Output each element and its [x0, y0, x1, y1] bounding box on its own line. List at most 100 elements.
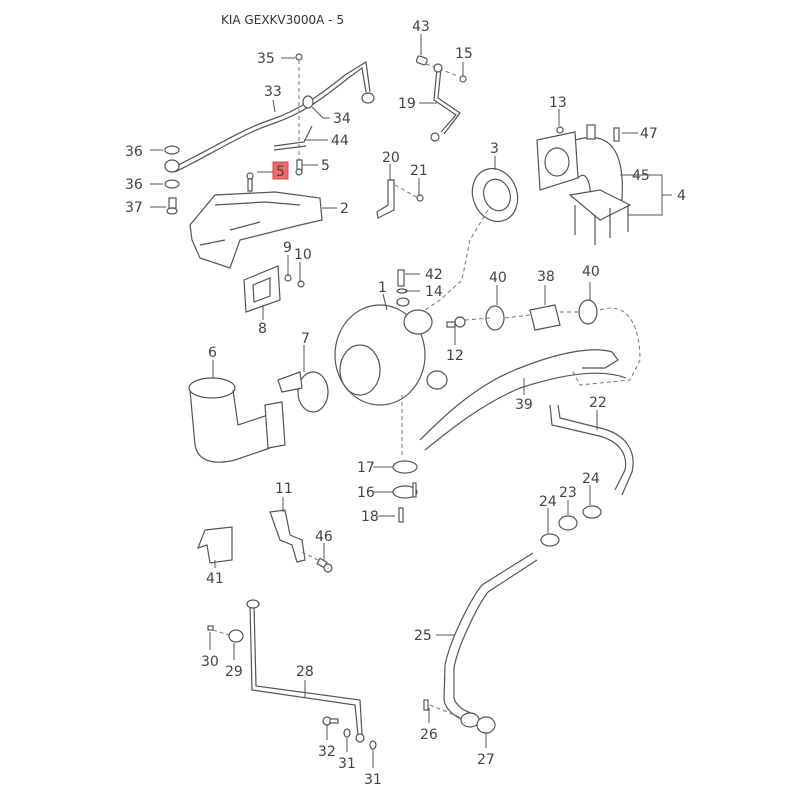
part-20-bracket[interactable] [376, 179, 395, 219]
callout-38[interactable]: 38 [537, 269, 555, 285]
callout-5-highlighted[interactable]: 5 [276, 164, 285, 180]
callout-40[interactable]: 40 [489, 270, 507, 286]
callout-47[interactable]: 47 [640, 126, 658, 142]
part-6-elbow[interactable] [188, 377, 286, 463]
callout-5[interactable]: 5 [321, 158, 330, 174]
part-16-flange[interactable] [392, 482, 418, 499]
part-22-pipe[interactable] [549, 404, 634, 496]
part-40-clamp[interactable] [578, 299, 598, 325]
part-25-flange[interactable] [460, 712, 480, 728]
part-5-bolt[interactable] [295, 159, 303, 176]
callout-24[interactable]: 24 [582, 471, 600, 487]
part-17-gasket[interactable] [392, 460, 418, 474]
part-43-fitting[interactable] [415, 55, 428, 66]
callout-43[interactable]: 43 [412, 19, 430, 35]
callout-25[interactable]: 25 [414, 628, 432, 644]
callout-15[interactable]: 15 [455, 46, 473, 62]
part-45-elbow[interactable] [536, 124, 632, 221]
part-39-hose[interactable] [419, 349, 627, 451]
part-44-bracket[interactable] [273, 125, 313, 151]
part-26-bolt[interactable] [423, 699, 429, 711]
part-34-clip[interactable] [302, 95, 314, 109]
callout-36[interactable]: 36 [125, 177, 143, 193]
part-47-bolt[interactable] [613, 127, 620, 142]
callout-33[interactable]: 33 [264, 84, 282, 100]
part-37-bolt[interactable] [166, 197, 178, 215]
part-29-clamp[interactable] [228, 629, 244, 643]
callout-22[interactable]: 22 [589, 395, 607, 411]
part-28-pipe[interactable] [249, 604, 363, 736]
part-1-turbocharger[interactable] [334, 297, 448, 406]
callout-32[interactable]: 32 [318, 744, 336, 760]
callout-19[interactable]: 19 [398, 96, 416, 112]
part-35-nut[interactable] [295, 53, 303, 61]
part-41-bracket[interactable] [196, 526, 233, 564]
part-13-nut[interactable] [556, 126, 564, 134]
part-38-sleeve[interactable] [529, 304, 561, 331]
part-36-washer[interactable] [164, 179, 180, 189]
part-18-bolt[interactable] [398, 507, 404, 523]
callout-34[interactable]: 34 [333, 111, 351, 127]
part-46-bolt[interactable] [316, 557, 333, 573]
part-10-nut[interactable] [297, 280, 305, 288]
part-8-gasket[interactable] [243, 265, 281, 313]
part-24-clamp[interactable] [540, 533, 560, 547]
callout-12[interactable]: 12 [446, 348, 464, 364]
part-12-fitting[interactable] [446, 316, 466, 328]
callout-31[interactable]: 31 [338, 756, 356, 772]
callout-40[interactable]: 40 [582, 264, 600, 280]
callout-20[interactable]: 20 [382, 150, 400, 166]
callout-46[interactable]: 46 [315, 529, 333, 545]
part-2-heat-shield[interactable] [189, 191, 323, 269]
callout-7[interactable]: 7 [301, 331, 310, 347]
callout-4[interactable]: 4 [677, 188, 686, 204]
part-21-bolt[interactable] [416, 194, 424, 202]
part-33-oil-pipe[interactable] [164, 61, 375, 173]
part-9-washer[interactable] [284, 274, 292, 282]
callout-21[interactable]: 21 [410, 163, 428, 179]
callout-3[interactable]: 3 [490, 141, 499, 157]
callout-45[interactable]: 45 [632, 168, 650, 184]
part-7-clamp[interactable] [277, 371, 329, 413]
part-15-bolt[interactable] [459, 75, 467, 83]
callout-1[interactable]: 1 [378, 280, 387, 296]
part-24-clamp[interactable] [582, 505, 602, 519]
callout-23[interactable]: 23 [559, 485, 577, 501]
callout-28[interactable]: 28 [296, 664, 314, 680]
callout-14[interactable]: 14 [425, 284, 443, 300]
callout-17[interactable]: 17 [357, 460, 375, 476]
callout-18[interactable]: 18 [361, 509, 379, 525]
callout-36[interactable]: 36 [125, 144, 143, 160]
callout-2[interactable]: 2 [340, 201, 349, 217]
callout-41[interactable]: 41 [206, 571, 224, 587]
part-36-washer[interactable] [164, 145, 180, 155]
part-30-bolt[interactable] [207, 625, 214, 631]
part-27-gasket[interactable] [476, 716, 496, 734]
callout-42[interactable]: 42 [425, 267, 443, 283]
callout-9[interactable]: 9 [283, 240, 292, 256]
callout-29[interactable]: 29 [225, 664, 243, 680]
callout-30[interactable]: 30 [201, 654, 219, 670]
part-42-bolt[interactable] [397, 269, 405, 287]
callout-11[interactable]: 11 [275, 481, 293, 497]
callout-31[interactable]: 31 [364, 772, 382, 788]
part-25-pipe[interactable] [443, 552, 538, 723]
part-31-washer[interactable] [369, 740, 377, 750]
part-3-gasket[interactable] [465, 162, 525, 228]
part-32-bolt[interactable] [322, 716, 339, 726]
part-11-bracket[interactable] [269, 509, 306, 563]
part-4-studs[interactable] [574, 205, 629, 245]
callout-44[interactable]: 44 [331, 133, 349, 149]
callout-37[interactable]: 37 [125, 200, 143, 216]
callout-26[interactable]: 26 [420, 727, 438, 743]
part-19-pipe[interactable] [433, 67, 461, 135]
part-23-sleeve[interactable] [558, 515, 578, 531]
callout-6[interactable]: 6 [208, 345, 217, 361]
part-5-bolt-highlighted[interactable] [246, 172, 254, 192]
callout-10[interactable]: 10 [294, 247, 312, 263]
callout-16[interactable]: 16 [357, 485, 375, 501]
callout-13[interactable]: 13 [549, 95, 567, 111]
callout-8[interactable]: 8 [258, 321, 267, 337]
callout-27[interactable]: 27 [477, 752, 495, 768]
part-31-washer[interactable] [343, 728, 351, 738]
